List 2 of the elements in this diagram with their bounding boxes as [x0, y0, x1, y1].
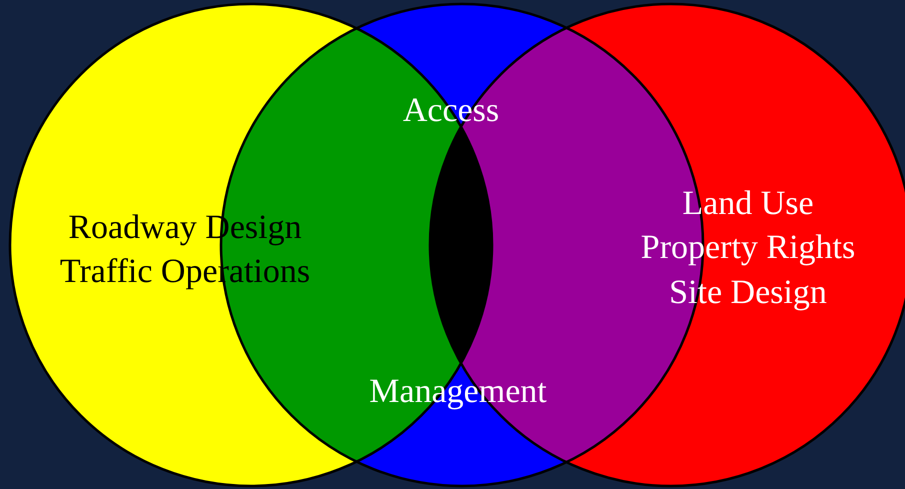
region-label: Access [402, 94, 500, 128]
region-label: Management [369, 375, 547, 409]
